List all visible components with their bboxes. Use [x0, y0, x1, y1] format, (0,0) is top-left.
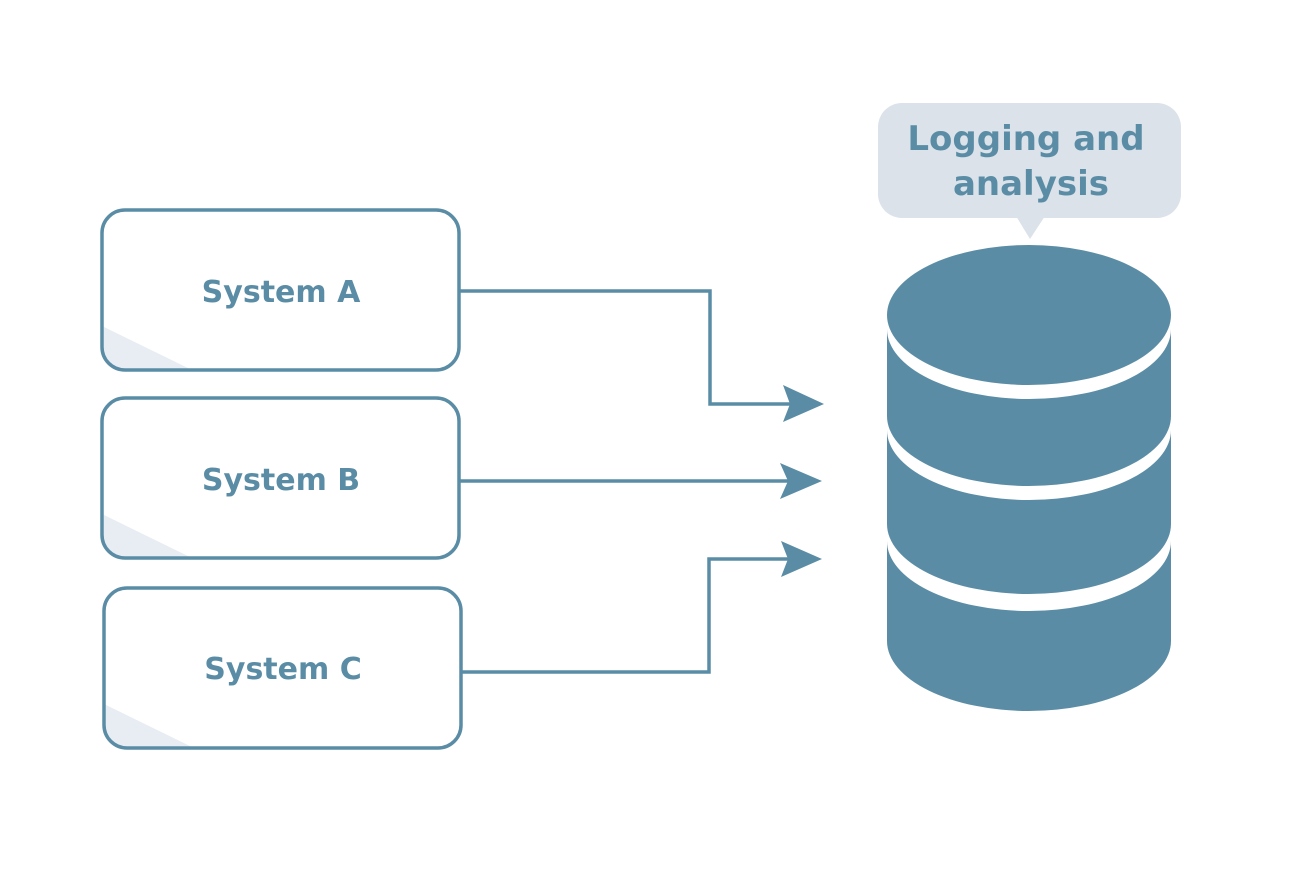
- system-c-box: System C: [102, 586, 463, 750]
- callout-bubble-pointer: [1016, 216, 1045, 239]
- system-c-box-frame: [104, 588, 461, 748]
- callout-line-2: analysis: [953, 164, 1109, 204]
- system-c-box-border: [102, 586, 463, 750]
- connector-c-arrowhead: [781, 541, 822, 577]
- system-b-box: System B: [100, 396, 461, 560]
- callout-bubble-body: [878, 103, 1181, 218]
- system-b-label: System B: [202, 463, 360, 498]
- database-top: [887, 245, 1171, 385]
- system-a-box: System A: [100, 208, 461, 372]
- system-b-box-frame: [102, 398, 459, 558]
- database-segment-upper: [887, 329, 1171, 486]
- system-b-box-border: [100, 396, 461, 560]
- connector-b-arrowhead: [780, 463, 822, 499]
- connector-a-line: [459, 289, 790, 406]
- system-a-label: System A: [202, 275, 361, 310]
- system-b-box-shade: [102, 514, 192, 558]
- system-c-box-shade: [104, 704, 194, 748]
- database-segment-middle: [887, 430, 1171, 594]
- database-icon: [887, 245, 1171, 711]
- system-a-box-frame: [102, 210, 459, 370]
- callout-bubble: Logging and analysis: [878, 103, 1181, 239]
- database-segment-bottom: [887, 541, 1171, 711]
- callout-line-1: Logging and: [907, 119, 1144, 159]
- connector-a-arrowhead: [783, 385, 824, 422]
- system-a-box-shade: [102, 326, 192, 370]
- system-c-label: System C: [204, 652, 361, 687]
- connector-c-line: [461, 557, 788, 674]
